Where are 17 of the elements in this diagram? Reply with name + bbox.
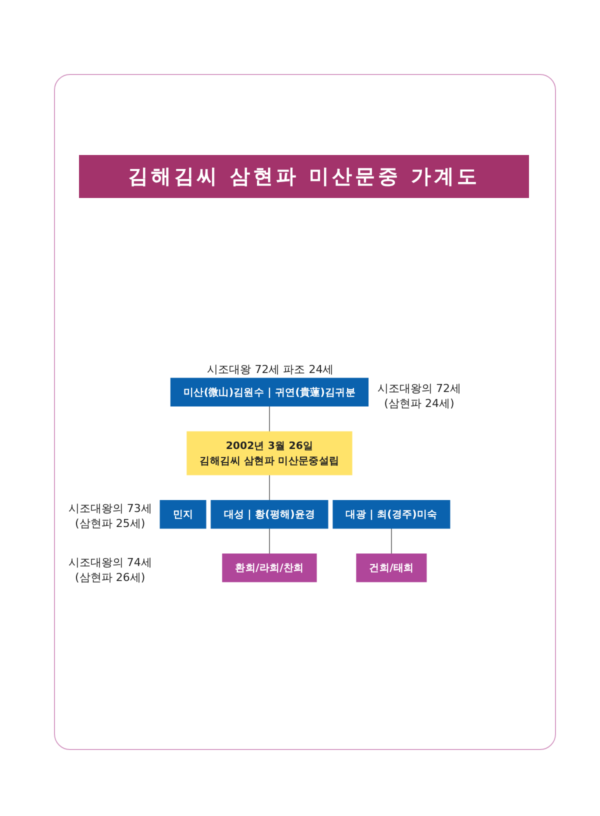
generation-note: 시조대왕의 73세 (삼현파 25세): [67, 501, 153, 532]
connector: [269, 528, 270, 554]
node-box: [222, 554, 317, 582]
page-border: 김해김씨 삼현파 미산문중 가계도 미산(微山)김원수 | 귀연(貴蓮)김귀분 2002년 3월 26일 김해김씨 삼현파 미산문중설립 민지 대성 | 황(평해)윤경 대광 | 최(경주)미숙 환희/라희/찬희 건희/태희 시조대왕 72세 파조 24세 시조대왕의 72세 (삼현파 24세) 시조대왕의 73세 (삼현파 25세) 시조대왕의 74세 (삼현파 26세): [54, 74, 556, 750]
connector: [269, 406, 270, 432]
title-banner: 김해김씨 삼현파 미산문중 가계도: [79, 155, 529, 198]
node-box: [170, 378, 369, 406]
node-box: [186, 431, 352, 476]
node-box: [356, 554, 427, 582]
node-box: [332, 500, 450, 529]
generation-note: 시조대왕의 72세 (삼현파 24세): [376, 381, 462, 412]
connector: [390, 528, 392, 554]
node-box: [160, 500, 206, 529]
generation-note: 시조대왕 72세 파조 24세: [206, 362, 335, 378]
node-box: [210, 500, 328, 529]
connector: [269, 474, 270, 501]
generation-note: 시조대왕의 74세 (삼현파 26세): [67, 554, 153, 585]
